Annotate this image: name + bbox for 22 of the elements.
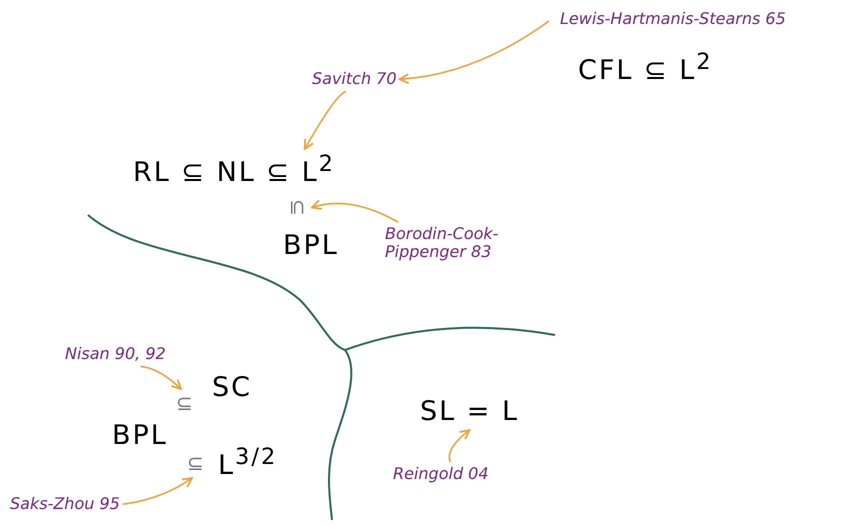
citation-text: Nisan 90, 92 <box>65 345 166 364</box>
formula-text: RL ⊆ NL ⊆ L$^{2}$ <box>133 152 335 188</box>
subset-symbol: ⊆ <box>187 452 204 475</box>
citation-text: Lewis-Hartmanis-Stearns 65 <box>560 10 786 28</box>
subset-symbol: ⊆ <box>286 199 309 216</box>
arrow <box>122 477 193 505</box>
arrow <box>140 366 182 390</box>
arrow <box>304 90 346 150</box>
arrow <box>448 429 470 462</box>
subset-symbol: ⊆ <box>176 392 193 415</box>
citation-text: Savitch 70 <box>312 70 397 88</box>
formula-text: CFL ⊆ L$^{2}$ <box>578 50 713 86</box>
arrow <box>310 200 398 223</box>
formula-text: BPL <box>283 230 339 262</box>
arrow <box>398 20 550 84</box>
citation-text: Borodin-Cook-Pippenger 83 <box>385 225 515 262</box>
formula-text: L$^{3/2}$ <box>218 445 278 482</box>
formula-text: SC <box>212 372 252 404</box>
citation-text: Reingold 04 <box>393 465 489 484</box>
formula-text: SL = L <box>420 396 520 428</box>
formula-text: BPL <box>112 420 168 452</box>
citation-text: Saks-Zhou 95 <box>10 495 120 514</box>
